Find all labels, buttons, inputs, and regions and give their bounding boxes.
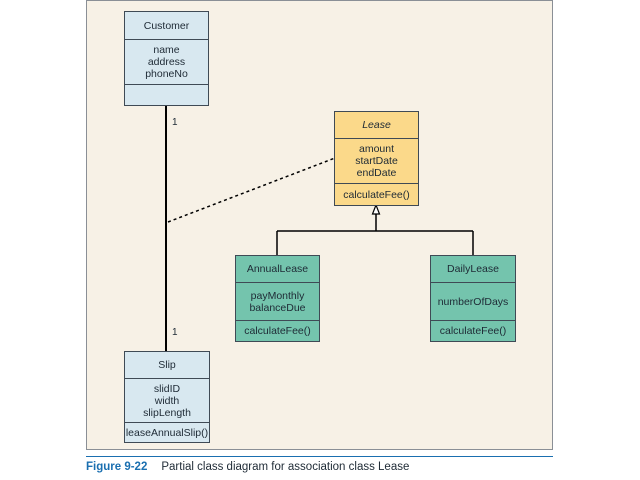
slip-attr-width: width	[154, 394, 180, 407]
figure-caption: Figure 9-22 Partial class diagram for ass…	[86, 461, 409, 473]
customer-attr-address: address	[147, 56, 186, 68]
customer-attr-phone: phoneNo	[145, 68, 188, 80]
customer-methods	[125, 84, 208, 105]
lease-class-name: Lease	[362, 119, 391, 131]
daily-lease-attr-numberofdays: numberOfDays	[437, 295, 509, 308]
customer-class-name: Customer	[143, 19, 190, 32]
slip-attr-sliplength: slipLength	[143, 406, 191, 419]
multiplicity-slip-end: 1	[172, 327, 178, 338]
lease-attr-amount: amount	[358, 143, 395, 155]
customer-attributes: name address phoneNo	[125, 39, 208, 84]
annual-lease-attributes: payMonthly balanceDue	[236, 282, 319, 320]
customer-class: Customer name address phoneNo	[124, 11, 209, 106]
customer-name-compartment: Customer	[125, 12, 208, 39]
slip-class: Slip slidID width slipLength leaseAnnual…	[124, 351, 210, 443]
annual-lease-methods: calculateFee()	[236, 320, 319, 341]
annual-lease-attr-paymonthly: payMonthly	[250, 289, 305, 302]
slip-methods: leaseAnnualSlip()	[125, 422, 209, 442]
daily-lease-name-compartment: DailyLease	[431, 256, 515, 282]
figure-number: Figure 9-22	[86, 461, 148, 473]
caption-rule	[86, 456, 553, 457]
lease-attr-startdate: startDate	[355, 155, 398, 167]
annual-lease-name-compartment: AnnualLease	[236, 256, 319, 282]
daily-lease-class: DailyLease numberOfDays calculateFee()	[430, 255, 516, 342]
lease-attr-enddate: endDate	[356, 167, 397, 179]
slip-method-leaseannualslip: leaseAnnualSlip()	[125, 426, 209, 439]
slip-class-name: Slip	[158, 359, 176, 371]
annual-lease-class: AnnualLease payMonthly balanceDue calcul…	[235, 255, 320, 342]
slip-name-compartment: Slip	[125, 352, 209, 378]
annual-lease-class-name: AnnualLease	[246, 263, 309, 275]
daily-lease-attributes: numberOfDays	[431, 282, 515, 320]
annual-lease-method-calculatefee: calculateFee()	[244, 325, 311, 337]
customer-attr-name: name	[153, 44, 180, 56]
slip-attributes: slidID width slipLength	[125, 378, 209, 422]
annual-lease-attr-balancedue: balanceDue	[249, 301, 306, 314]
lease-name-compartment: Lease	[335, 112, 418, 138]
daily-lease-method-calculatefee: calculateFee()	[439, 325, 507, 337]
multiplicity-customer-end: 1	[172, 117, 178, 128]
daily-lease-methods: calculateFee()	[431, 320, 515, 341]
slip-attr-slidid: slidID	[153, 382, 181, 395]
lease-methods: calculateFee()	[335, 183, 418, 205]
lease-method-calculatefee: calculateFee()	[343, 188, 410, 201]
figure-caption-text: Partial class diagram for association cl…	[161, 461, 410, 473]
lease-attributes: amount startDate endDate	[335, 138, 418, 183]
lease-class: Lease amount startDate endDate calculate…	[334, 111, 419, 206]
daily-lease-class-name: DailyLease	[447, 263, 499, 275]
